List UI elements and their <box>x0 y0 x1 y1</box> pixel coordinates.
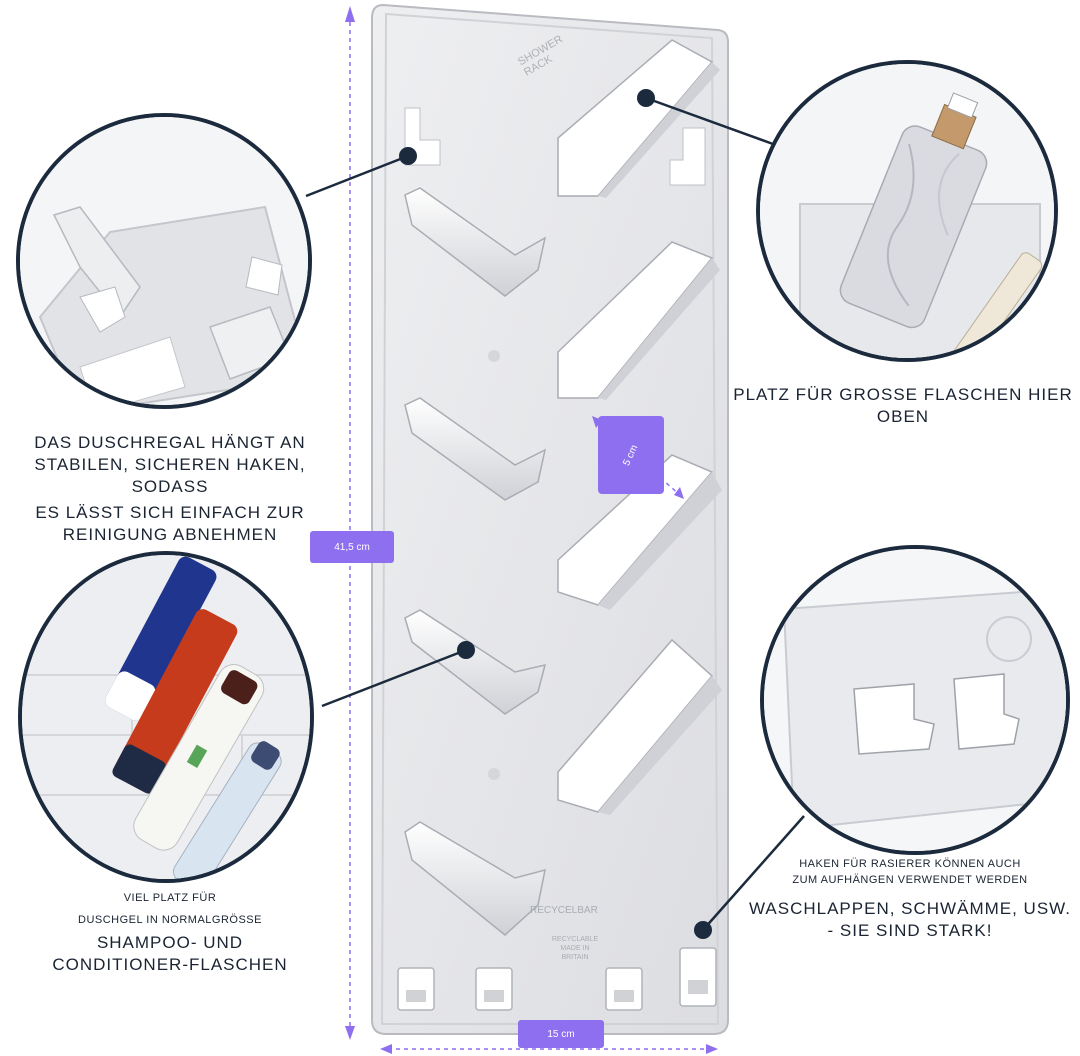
caption-hooks-line2: - SIE SIND STARK! <box>827 921 993 940</box>
caption-hanging-line2: STABILEN, SICHEREN HAKEN, SODASS <box>34 455 306 496</box>
recyclebar-text: RECYCELBAR <box>530 905 598 916</box>
caption-hanging-line4: REINIGUNG ABNEHMEN <box>62 525 278 544</box>
caption-hooks-line1: WASCHLAPPEN, SCHWÄMME, USW. <box>748 899 1071 918</box>
recyclable-text: RECYCLABLE <box>551 936 599 943</box>
detail-circle-hooks <box>760 545 1070 855</box>
detail-circle-hook <box>16 113 312 409</box>
caption-bottles-small2: DUSCHGEL IN NORMALGRÖSSE <box>78 914 262 926</box>
height-dimension-label: 41,5 cm <box>310 531 394 563</box>
spacing-dimension-label: 5 cm <box>598 416 664 494</box>
spacing-label-inner: 5 cm <box>621 442 641 468</box>
detail-circle-bottles <box>18 551 314 883</box>
caption-large-bottles-line1: PLATZ FÜR GROSSE FLASCHEN HIER <box>733 385 1073 404</box>
recyclable-mark: RECYCLABLE MADE IN BRITAIN <box>540 935 610 962</box>
caption-hanging-line1: DAS DUSCHREGAL HÄNGT AN <box>34 433 306 452</box>
caption-hooks: HAKEN FÜR RASIERER KÖNNEN AUCH ZUM AUFHÄ… <box>740 856 1080 942</box>
made-in-text: MADE IN <box>560 945 590 952</box>
caption-large-bottles-line2: OBEN <box>876 407 930 426</box>
width-dimension-label: 15 cm <box>518 1020 604 1048</box>
callout-dots <box>399 89 712 939</box>
caption-hanging-line3: ES LÄSST SICH EINFACH ZUR <box>35 503 305 522</box>
caption-hooks-small1: HAKEN FÜR RASIERER KÖNNEN AUCH <box>799 858 1021 870</box>
callout-lines <box>305 96 805 931</box>
detail-circle-bottle <box>756 60 1058 362</box>
left-shelf <box>404 187 547 936</box>
caption-bottles-small1: VIEL PLATZ FÜR <box>123 892 217 904</box>
caption-hanging: DAS DUSCHREGAL HÄNGT AN STABILEN, SICHER… <box>0 432 340 546</box>
caption-bottles-line2: CONDITIONER-FLASCHEN <box>52 955 288 974</box>
caption-bottles-line1: SHAMPOO- UND <box>96 933 244 952</box>
caption-bottles: VIEL PLATZ FÜR DUSCHGEL IN NORMALGRÖSSE … <box>10 890 330 976</box>
right-shelf <box>557 39 722 815</box>
caption-hooks-small2: ZUM AUFHÄNGEN VERWENDET WERDEN <box>792 874 1028 886</box>
britain-text: BRITAIN <box>561 954 589 961</box>
caption-large-bottles: PLATZ FÜR GROSSE FLASCHEN HIER OBEN <box>728 384 1078 428</box>
